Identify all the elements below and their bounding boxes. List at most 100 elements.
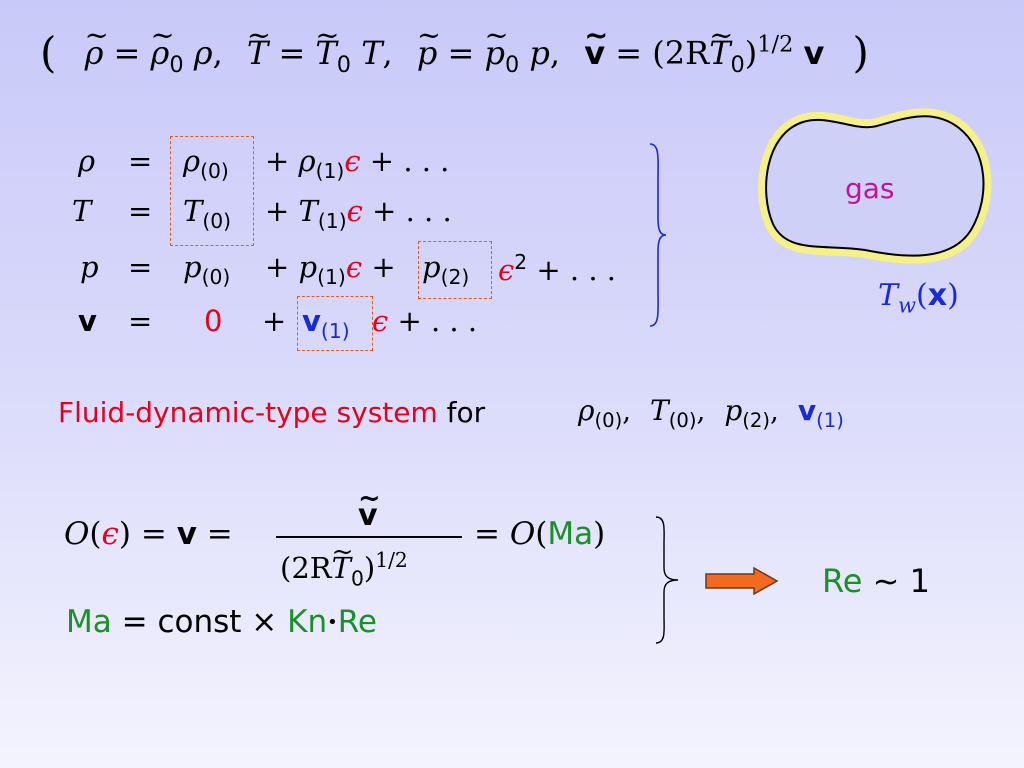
sub: 0	[336, 51, 352, 78]
fluid-variables: ρ(0), T(0), p(2), v(1)	[578, 394, 844, 432]
sub: (1)	[317, 265, 346, 290]
Ma: Ma	[547, 516, 594, 552]
eq-sign: =	[447, 34, 475, 72]
sub: (1)	[320, 319, 350, 344]
plus: +	[265, 144, 290, 178]
eq-sign: =	[615, 34, 643, 72]
arrow-right-icon	[705, 566, 779, 596]
const: const	[157, 604, 242, 640]
term-1: + ρ(1)ϵ + . . .	[265, 144, 449, 183]
two-R: (2R	[280, 551, 332, 586]
order-eq-left: O(ϵ) = v =	[64, 516, 233, 552]
sub: 0	[169, 51, 184, 78]
term-0: T(0)	[183, 194, 231, 233]
open-paren: (	[40, 28, 57, 77]
x: x	[927, 278, 948, 313]
t1: ρ	[298, 144, 316, 178]
T0-tilde: T	[315, 18, 337, 72]
sub: 0	[730, 51, 745, 78]
sub: (1)	[317, 209, 347, 234]
sub: (2)	[440, 265, 470, 290]
tail: + . . .	[372, 194, 452, 228]
ma-equation: Ma = const × Kn•Re	[66, 604, 377, 640]
T: T	[878, 278, 899, 313]
two-R: (2R	[652, 34, 710, 72]
highlight-box-v1	[297, 296, 373, 351]
eq-sign: =	[128, 144, 153, 178]
sub: (0)	[202, 209, 232, 234]
wall-temperature-label: Tw(x)	[878, 278, 959, 317]
eq-sign: =	[113, 34, 141, 72]
rho: ρ	[193, 34, 213, 72]
zero-term: 0	[204, 304, 223, 338]
plus: +	[371, 250, 396, 284]
paren: )	[593, 516, 606, 552]
Re: Re	[337, 604, 377, 640]
t0: T	[183, 194, 203, 228]
Ma: Ma	[66, 604, 112, 640]
plus: +	[265, 194, 290, 228]
comma: ,	[212, 34, 223, 72]
close-paren-inner: )	[744, 34, 758, 72]
eq-sign: =	[206, 516, 233, 552]
paren: )	[118, 516, 132, 552]
epsilon: ϵ	[344, 144, 361, 178]
close-paren: )	[852, 28, 869, 77]
gas-region-diagram	[758, 108, 992, 264]
top-formula: ( ρ = ρ0 ρ, T = T0 T, p = p0 p, v = (2RT…	[40, 18, 869, 78]
v-tilde: v	[584, 18, 605, 72]
comma: ,	[382, 34, 393, 72]
term-1: + p(1)ϵ +	[265, 250, 396, 289]
v: v	[797, 394, 817, 427]
gas-label: gas	[845, 172, 895, 205]
term-1: + T(1)ϵ + . . .	[265, 194, 452, 233]
eq-sign: =	[128, 304, 153, 338]
plus: +	[262, 304, 287, 338]
expansion-row-p: p	[80, 250, 99, 284]
fraction-bar	[276, 536, 462, 538]
sub: (0)	[594, 408, 623, 432]
fraction-numerator: v	[358, 483, 378, 533]
plus: +	[265, 250, 290, 284]
t0: p	[183, 250, 202, 284]
O: O	[509, 516, 536, 552]
reynolds-result: Re ∼ 1	[822, 562, 930, 600]
expansion-row-rho: ρ	[78, 144, 95, 178]
p-tilde: p	[417, 18, 438, 72]
T-tilde: T	[332, 537, 352, 585]
sub: (0)	[201, 265, 231, 290]
comma: ,	[622, 394, 632, 427]
sup: 2	[514, 250, 528, 274]
t0: ρ	[183, 144, 201, 178]
dot: •	[327, 612, 338, 633]
tail: + . . .	[397, 304, 478, 338]
sub: 0	[505, 51, 520, 78]
T: T	[650, 394, 669, 427]
p: p	[724, 394, 743, 427]
paren: (	[89, 516, 102, 552]
T0-tilde: T	[709, 18, 731, 72]
comma: ,	[696, 394, 706, 427]
half-exp: 1/2	[375, 548, 408, 572]
sub: w	[898, 293, 916, 318]
O: O	[64, 516, 90, 552]
T: T	[361, 34, 383, 72]
sub: (2)	[742, 408, 771, 432]
comma: ,	[770, 394, 779, 427]
term-1: v(1)	[302, 304, 350, 343]
bottom-brace-icon	[655, 516, 679, 644]
half-exp: 1/2	[757, 31, 794, 58]
eq-sign: =	[128, 250, 153, 284]
Kn: Kn	[287, 604, 328, 640]
paren: (	[916, 278, 928, 313]
eq-sign: =	[128, 194, 153, 228]
lhs: p	[80, 250, 99, 284]
sub: 0	[350, 566, 364, 591]
lhs: T	[72, 194, 92, 228]
v: v	[176, 516, 197, 552]
eq-sign: =	[121, 604, 148, 640]
t1: p	[298, 250, 318, 284]
paren: )	[363, 551, 376, 586]
order-eq-right: = O(Ma)	[474, 516, 605, 552]
expansion-row-v: v	[78, 304, 97, 338]
